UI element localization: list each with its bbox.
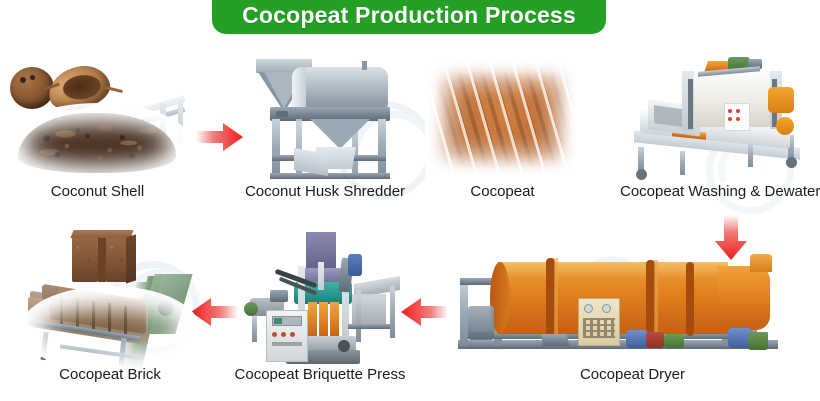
caption-cocopeat: Cocopeat	[470, 183, 535, 200]
caption-coconut-husk-shredder: Coconut Husk Shredder	[244, 183, 406, 200]
cocopeat-dryer-photo	[450, 248, 815, 368]
coconut-shell-photo	[0, 55, 195, 185]
arrow-shell-to-shredder	[196, 120, 244, 154]
step-cocopeat-brick: Cocopeat Brick	[20, 228, 200, 383]
arrow-dryer-to-press	[398, 295, 448, 329]
cocopeat-washing-dewatering-photo	[620, 55, 820, 185]
arrow-press-to-brick	[188, 295, 238, 329]
step-coconut-husk-shredder: Coconut Husk Shredder	[240, 55, 410, 200]
arrow-right-icon	[196, 123, 243, 151]
cocopeat-briquette-press-photo	[230, 232, 410, 368]
coconut-husk-shredder-photo	[240, 55, 410, 185]
step-cocopeat: Cocopeat	[425, 58, 580, 200]
arrow-down-icon	[715, 215, 747, 260]
caption-coconut-shell: Coconut Shell	[50, 183, 145, 200]
cocopeat-brick-photo	[20, 228, 200, 368]
title-banner: Cocopeat Production Process	[212, 0, 606, 34]
caption-cocopeat-washing-dewatering: Cocopeat Washing & Dewatering	[620, 183, 820, 200]
arrow-left-icon-2	[191, 298, 238, 326]
arrow-washing-to-dryer	[712, 215, 750, 261]
step-coconut-shell: Coconut Shell	[0, 55, 195, 200]
step-cocopeat-dryer: Cocopeat Dryer	[450, 248, 815, 383]
step-cocopeat-washing-dewatering: Cocopeat Washing & Dewatering	[620, 55, 820, 200]
page-title: Cocopeat Production Process	[242, 2, 576, 28]
caption-cocopeat-briquette-press: Cocopeat Briquette Press	[234, 366, 406, 383]
arrow-left-icon	[401, 298, 448, 326]
caption-cocopeat-dryer: Cocopeat Dryer	[579, 366, 686, 383]
cocopeat-photo	[425, 58, 580, 185]
caption-cocopeat-brick: Cocopeat Brick	[59, 366, 161, 383]
step-cocopeat-briquette-press: Cocopeat Briquette Press	[230, 232, 410, 383]
